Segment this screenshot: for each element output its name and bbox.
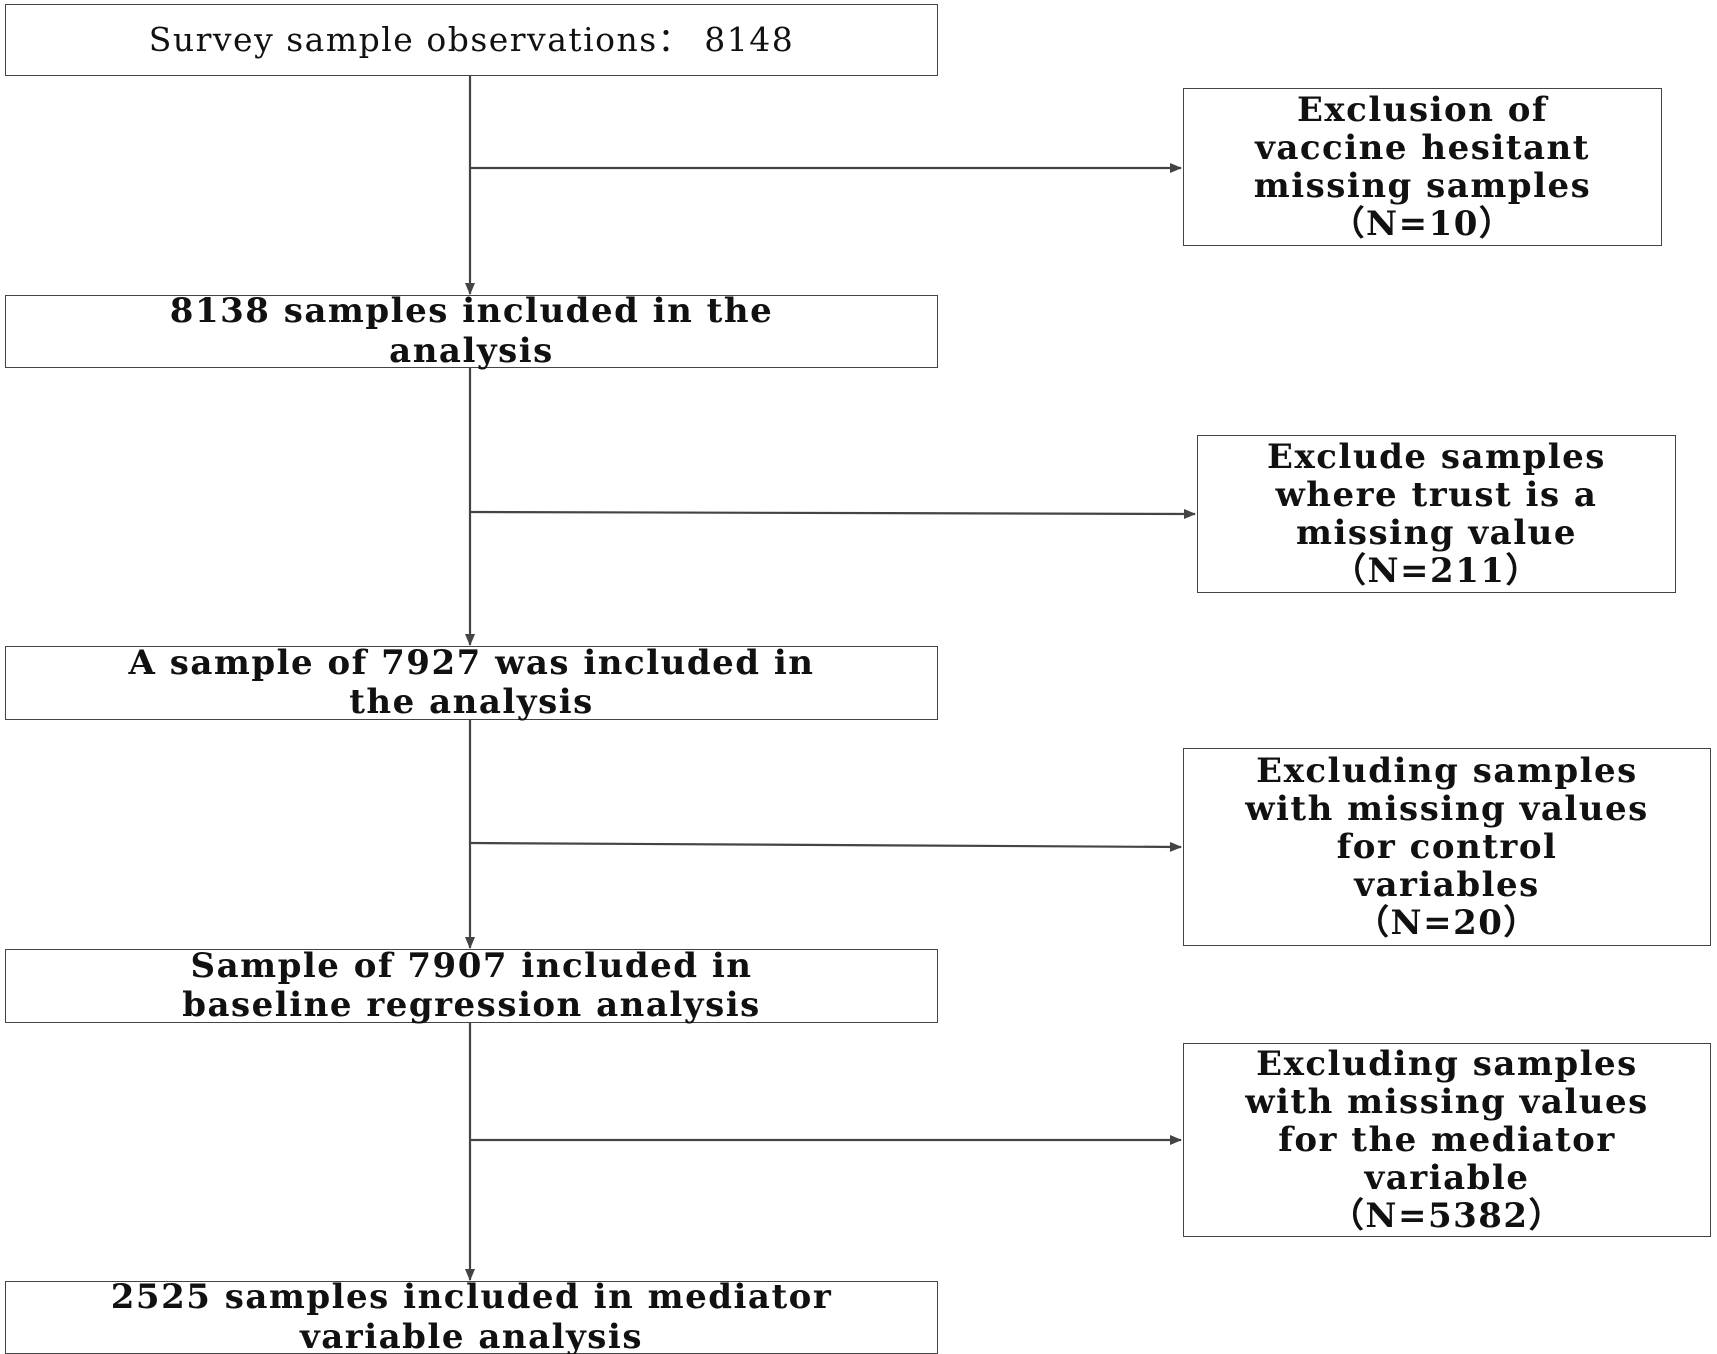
step-box-5-line-2: variable analysis [300, 1316, 643, 1354]
exclusion-box-2-line-1: Exclude samples [1267, 436, 1606, 477]
exclusion-box-1: Exclusion of vaccine hesitant missing sa… [1183, 88, 1662, 246]
exclusion-box-2-line-2: where trust is a [1275, 474, 1598, 515]
step-box-5: 2525 samples included in mediator variab… [5, 1277, 938, 1354]
step-box-3-line-2: the analysis [349, 682, 594, 722]
exclusion-box-1-line-2: vaccine hesitant [1255, 127, 1590, 168]
step-box-5-line-1: 2525 samples included in mediator [110, 1277, 833, 1318]
arrow-exclusion-2 [469, 508, 1196, 519]
exclusion-box-3: Excluding samples with missing values fo… [1183, 748, 1711, 946]
step-box-4-line-1: Sample of 7907 included in [190, 945, 753, 986]
exclusion-box-1-line-3: missing samples [1253, 166, 1592, 206]
step-box-3-line-1: A sample of 7927 was included in [128, 642, 815, 683]
step-box-2: 8138 samples included in the analysis [5, 291, 938, 371]
exclusion-box-2: Exclude samples where trust is a missing… [1197, 435, 1676, 593]
exclusion-box-3-line-1: Excluding samples [1256, 750, 1638, 791]
exclusion-box-4: Excluding samples with missing values fo… [1183, 1043, 1711, 1237]
step-box-4: Sample of 7907 included in baseline regr… [5, 945, 938, 1025]
exclusion-box-3-line-3: for control [1336, 826, 1558, 867]
exclusion-box-3-line-4: variables [1354, 865, 1540, 906]
step-box-2-line-1: 8138 samples included in the [169, 291, 774, 332]
exclusion-box-1-line-1: Exclusion of [1296, 89, 1549, 130]
exclusion-box-4-line-5: （N=5382） [1329, 1196, 1565, 1237]
exclusion-box-3-line-5: （N=20） [1355, 903, 1539, 944]
exclusion-box-4-line-3: for the mediator [1278, 1119, 1616, 1160]
exclusion-box-4-line-1: Excluding samples [1256, 1043, 1638, 1084]
exclusion-box-1-line-4: （N=10） [1330, 204, 1515, 245]
exclusion-box-2-line-3: missing value [1296, 513, 1577, 553]
step-box-1-line-1: Survey sample observations： 8148 [148, 19, 795, 59]
step-box-4-line-2: baseline regression analysis [182, 985, 761, 1025]
exclusion-box-2-line-4: （N=211） [1331, 551, 1542, 592]
exclusion-box-3-line-2: with missing values [1245, 788, 1649, 829]
exclusion-box-4-line-2: with missing values [1245, 1081, 1649, 1122]
exclusion-box-4-line-4: variable [1364, 1158, 1530, 1199]
arrow-exclusion-3 [469, 841, 1182, 852]
step-box-1: Survey sample observations： 8148 [5, 4, 938, 76]
step-box-2-line-2: analysis [389, 330, 554, 371]
step-box-3: A sample of 7927 was included in the ana… [5, 642, 938, 722]
